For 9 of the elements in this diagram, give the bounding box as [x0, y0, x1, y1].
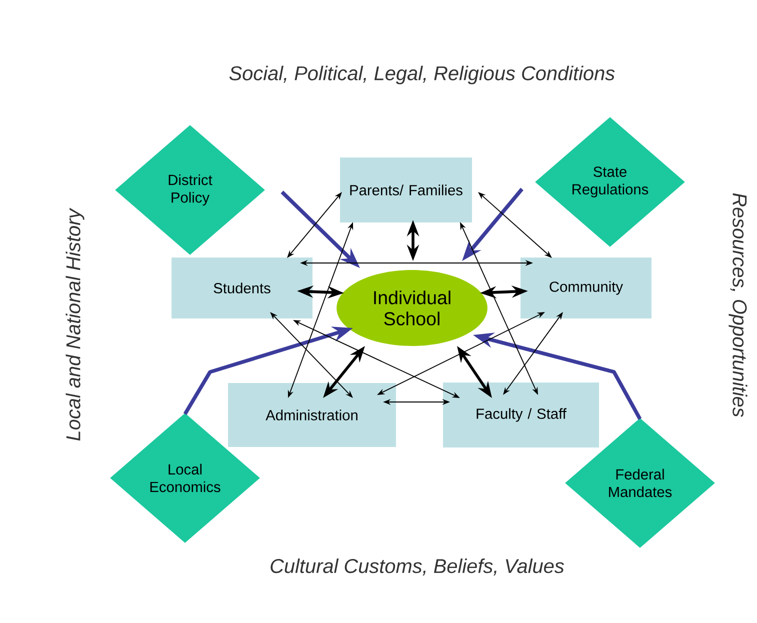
- side-label: Cultural Customs, Beliefs, Values: [270, 558, 564, 576]
- process-box: Faculty / Staff: [443, 382, 599, 448]
- side-label: Resources, Opportunities: [728, 193, 748, 417]
- process-box: Parents/ Families: [340, 158, 472, 222]
- side-label: Social, Political, Legal, Religious Conditions: [229, 66, 615, 84]
- side-label: Local and National History: [66, 208, 84, 441]
- process-box: Administration: [228, 383, 396, 447]
- process-box: Community: [520, 258, 652, 318]
- process-box: Students: [172, 258, 312, 318]
